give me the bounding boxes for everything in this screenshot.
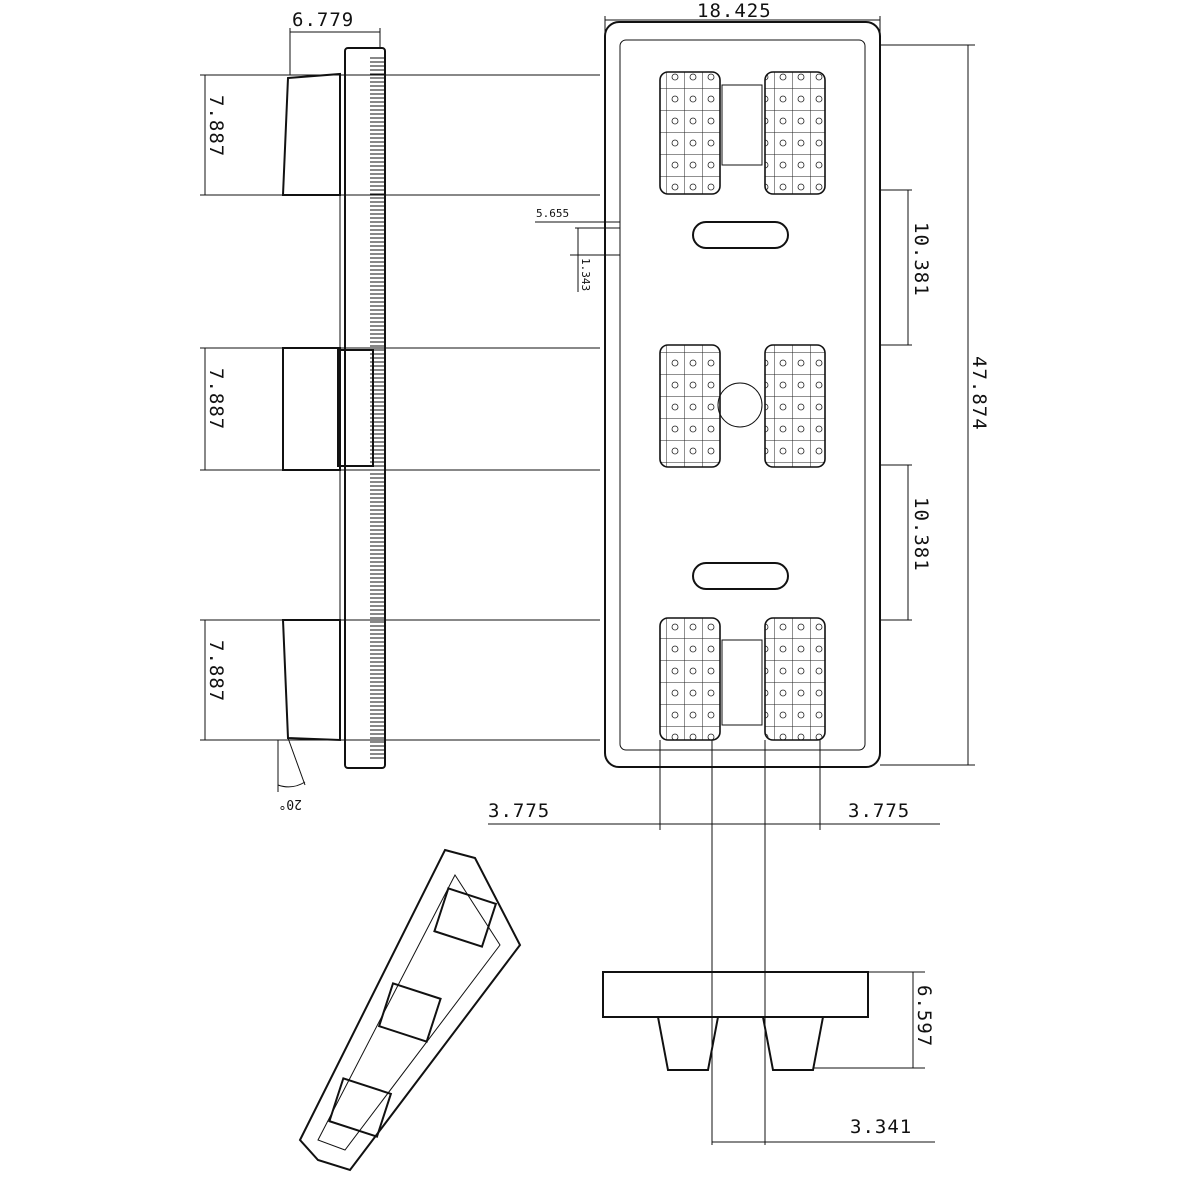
pad-spacing-left: 3.775 bbox=[488, 800, 550, 822]
pad-spacing-right: 3.775 bbox=[848, 800, 910, 822]
front-height-dimension: 6.597 bbox=[913, 985, 935, 1047]
top-pads bbox=[659, 71, 826, 741]
foot-dimension-3: 7.887 bbox=[205, 640, 227, 702]
small-offset-dimension: 5.655 bbox=[536, 207, 569, 220]
handle-slot-bottom bbox=[692, 562, 789, 590]
foot-dimension-2: 7.887 bbox=[205, 368, 227, 430]
front-view: 6.597 3.341 bbox=[602, 971, 935, 1143]
angle-dimension: 20° bbox=[279, 796, 302, 811]
gap-dimension-1: 10.381 bbox=[910, 222, 932, 297]
small-height-dimension: 1.343 bbox=[579, 258, 592, 291]
gap-dimension-2: 10.381 bbox=[910, 497, 932, 572]
side-feet bbox=[281, 72, 374, 742]
isometric-view bbox=[298, 848, 522, 1172]
top-length-dimension: 47.874 bbox=[968, 356, 990, 431]
top-view: 18.425 47.874 10.381 10.381 5.655 1.343 bbox=[488, 0, 990, 1145]
top-width-dimension: 18.425 bbox=[697, 0, 772, 22]
foot-dimension-1: 7.887 bbox=[205, 95, 227, 157]
side-width-dimension: 6.779 bbox=[292, 9, 354, 31]
front-center-dimension: 3.341 bbox=[850, 1116, 912, 1138]
side-view: 6.779 7.887 7.887 7.887 20° bbox=[200, 9, 600, 811]
handle-slot-top bbox=[692, 221, 789, 249]
